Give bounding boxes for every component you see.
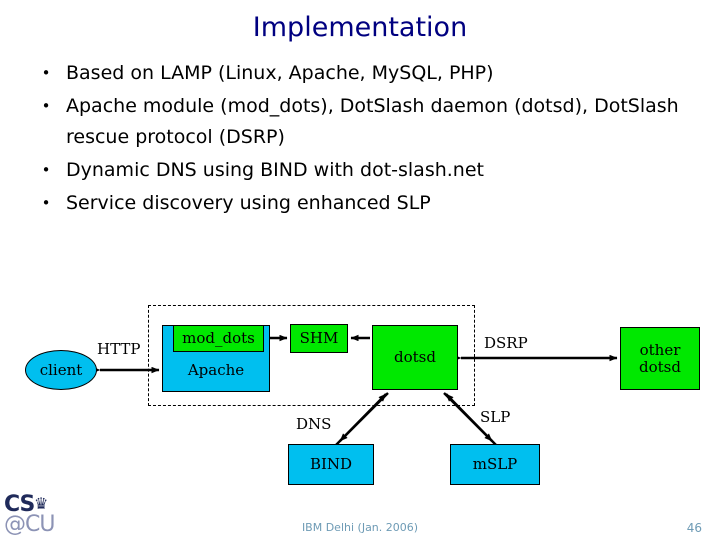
node-bind[interactable]: BIND — [288, 444, 374, 485]
node-shm[interactable]: SHM — [290, 324, 348, 353]
list-item-text: Based on LAMP (Linux, Apache, MySQL, PHP… — [66, 62, 494, 84]
list-item: • Based on LAMP (Linux, Apache, MySQL, P… — [26, 58, 694, 89]
edge-label-http: HTTP — [97, 340, 141, 358]
page-title: Implementation — [252, 12, 468, 43]
logo-line-2: @CU — [4, 512, 55, 537]
node-other-dotsd[interactable]: other dotsd — [620, 327, 700, 390]
bullet-marker-icon: • — [41, 97, 51, 115]
node-client[interactable]: client — [25, 350, 97, 390]
list-item: • Dynamic DNS using BIND with dot-slash.… — [26, 155, 694, 186]
bullet-marker-icon: • — [41, 161, 51, 179]
page-number: 46 — [686, 521, 702, 535]
bullet-marker-icon: • — [41, 64, 51, 82]
node-other-dotsd-line2: dotsd — [639, 357, 681, 376]
edge-label-dns: DNS — [296, 415, 332, 433]
bullet-list: • Based on LAMP (Linux, Apache, MySQL, P… — [26, 58, 694, 221]
crown-icon: ♛ — [34, 494, 49, 513]
edge-label-slp: SLP — [480, 408, 511, 426]
node-dotsd[interactable]: dotsd — [372, 325, 458, 390]
edge-label-dsrp: DSRP — [484, 334, 528, 352]
list-item: • Apache module (mod_dots), DotSlash dae… — [26, 91, 694, 153]
node-mslp[interactable]: mSLP — [450, 444, 540, 485]
list-item-text: Apache module (mod_dots), DotSlash daemo… — [66, 95, 679, 148]
node-mod-dots[interactable]: mod_dots — [173, 325, 264, 352]
list-item-text: Service discovery using enhanced SLP — [66, 192, 431, 214]
cs-at-cu-logo: CS ♛ @CU — [4, 492, 74, 538]
logo-line-1: CS — [4, 492, 35, 517]
list-item: • Service discovery using enhanced SLP — [26, 188, 694, 219]
node-other-dotsd-line1: other — [639, 340, 681, 359]
footer-conference-label: IBM Delhi (Jan. 2006) — [301, 521, 419, 534]
list-item-text: Dynamic DNS using BIND with dot-slash.ne… — [66, 159, 484, 181]
bullet-marker-icon: • — [41, 194, 51, 212]
